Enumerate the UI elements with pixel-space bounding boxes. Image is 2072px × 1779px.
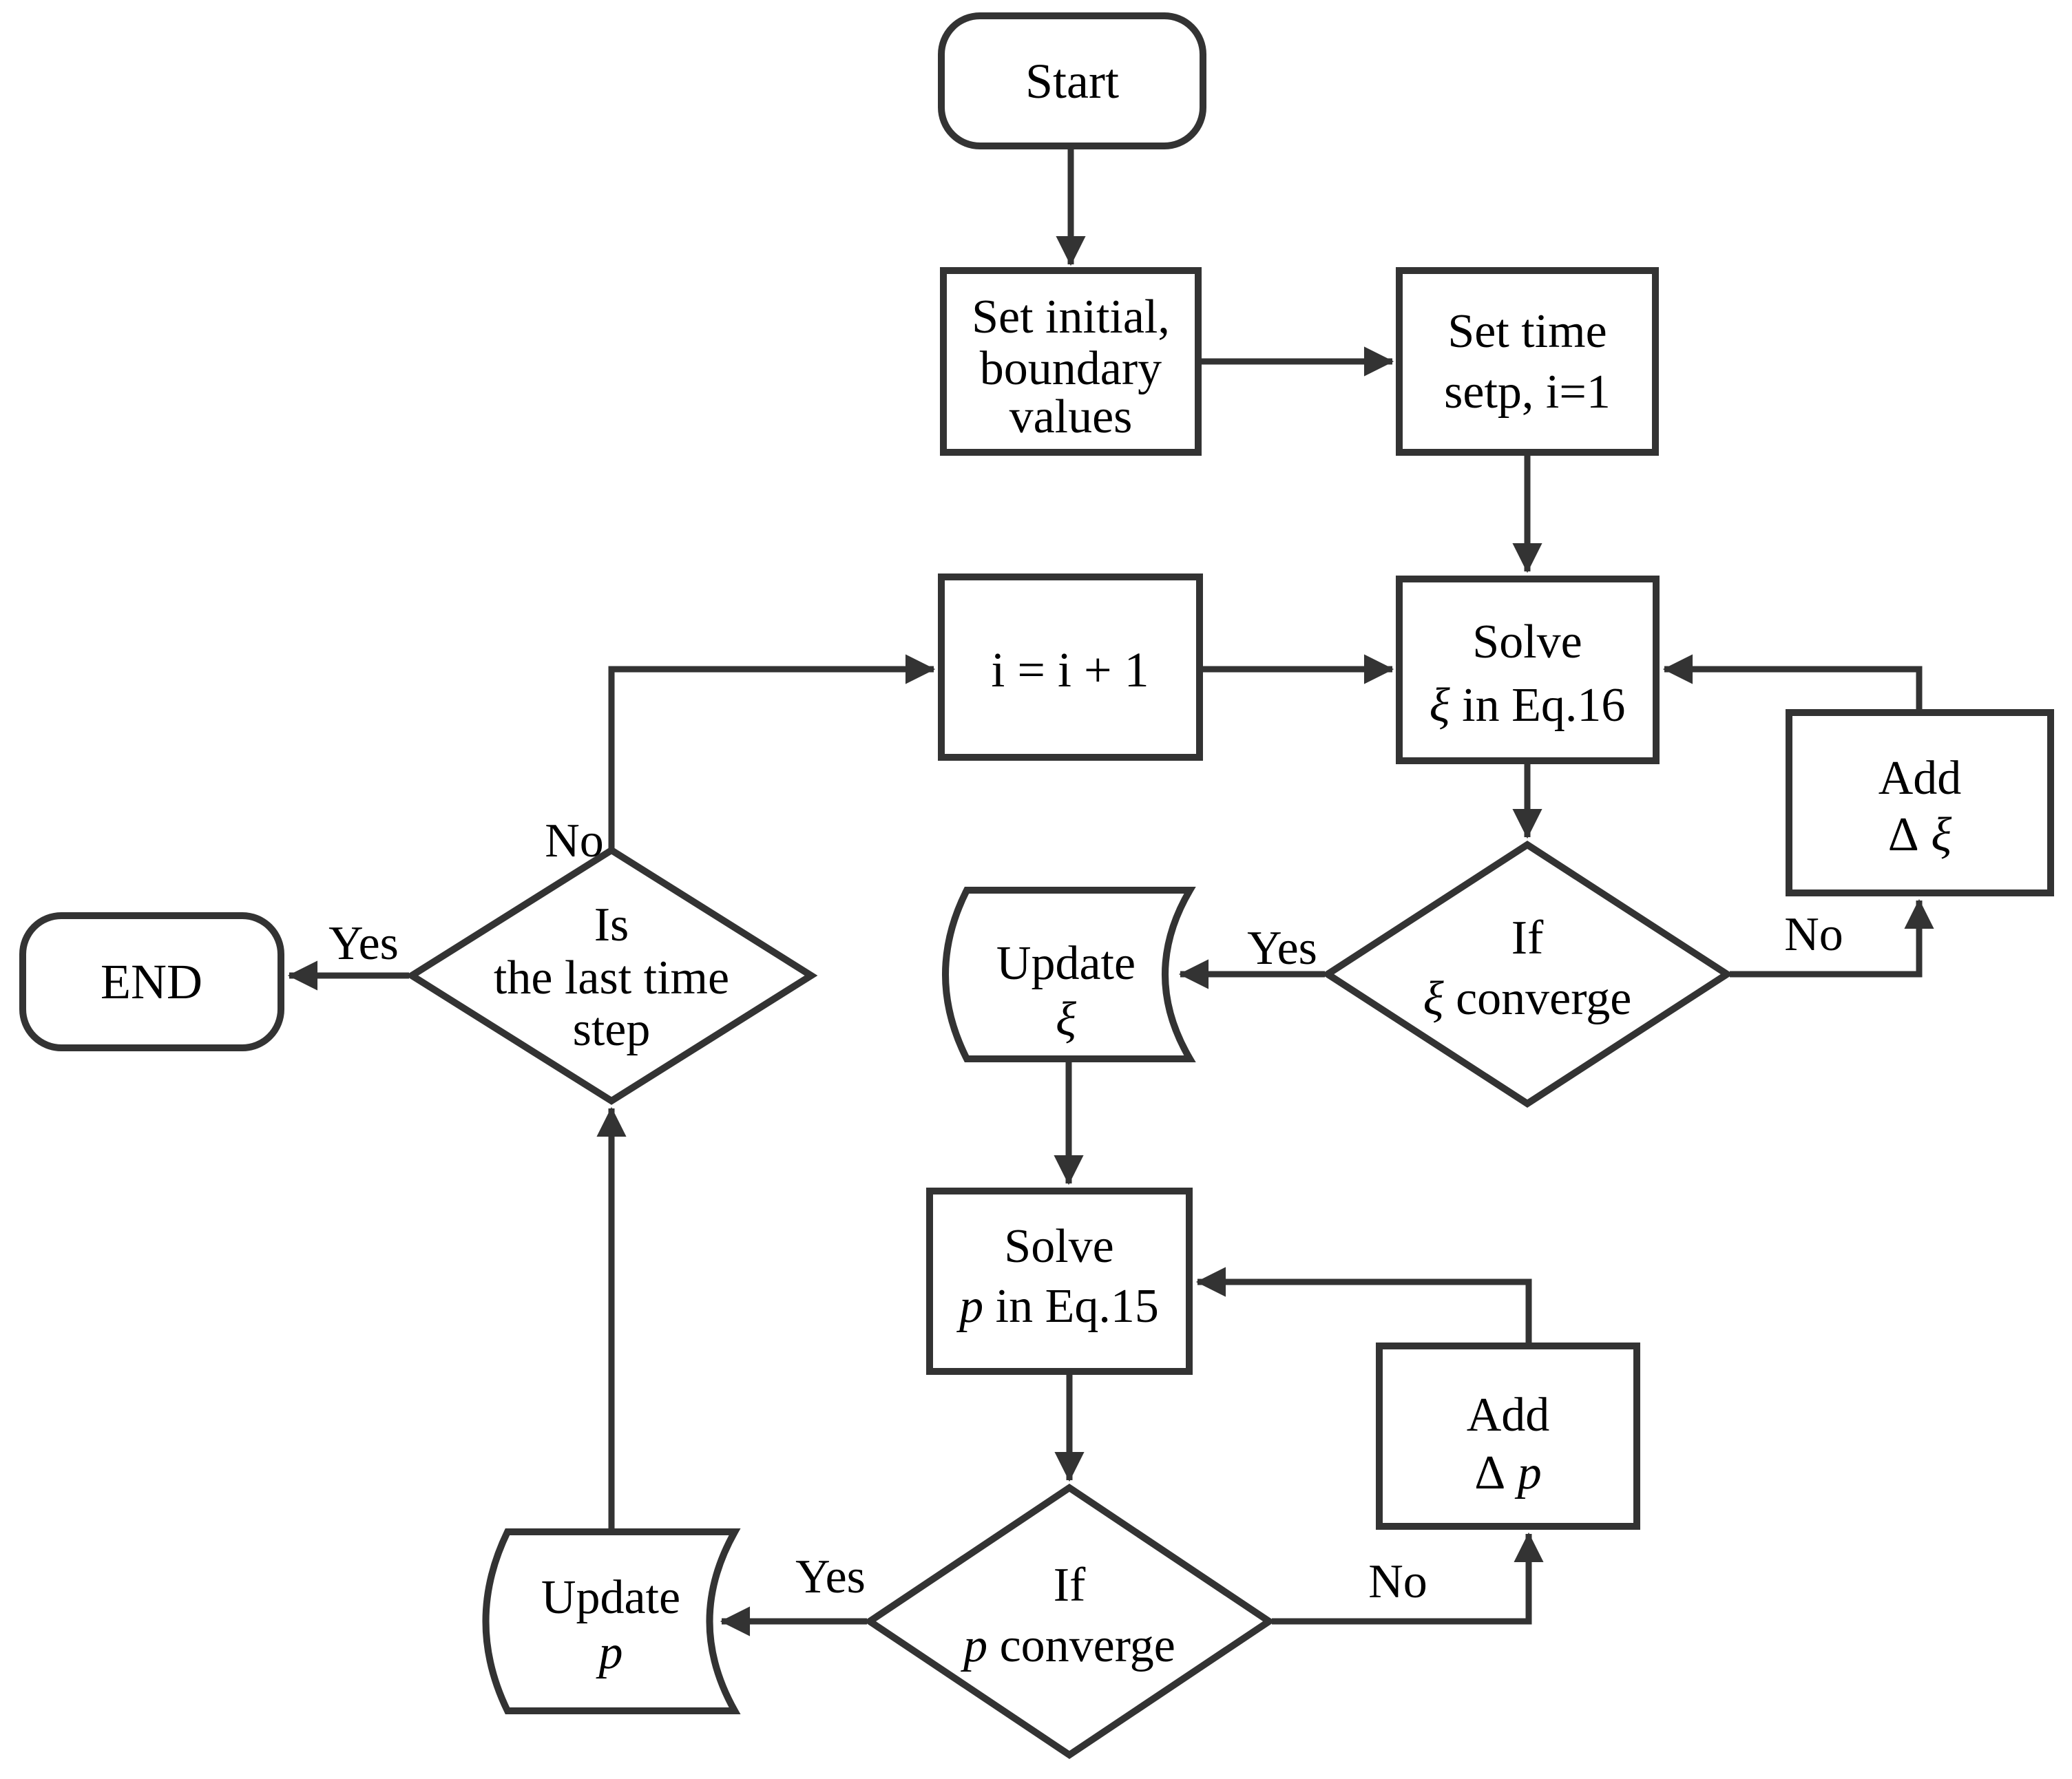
no-label-add-dxi: No [1784,908,1843,961]
if-xi-line1: If [1511,912,1544,965]
update-p-var: p [596,1626,623,1679]
edge-if-p-no-to-add-dp [1272,1532,1544,1625]
if-xi-line2: ξ converge [1423,972,1632,1025]
start-terminator-shape [938,12,1206,149]
set-time-line2: setp, i=1 [1444,366,1611,419]
last-step-decision-shape [405,846,818,1105]
edges [287,149,1934,1636]
update-p-stored-data-shape [482,1528,741,1714]
edge-labels: No Yes Yes No Yes No [328,814,1843,1608]
if-xi-var: ξ [1423,972,1444,1025]
solve-p-line1: Solve [1004,1220,1113,1273]
last-step-line3: step [573,1003,651,1056]
add-dp-line1: Add [1467,1389,1550,1442]
set-initial-line2: boundary [980,342,1162,395]
node-if-p: If p converge [864,1483,1275,1760]
solve-xi-var: ξ [1430,679,1450,732]
node-end: END [19,912,284,1051]
set-initial-line3: values [1009,390,1133,443]
edge-if-xi-no-to-add-dxi [1730,898,1934,978]
update-xi-line1: Update [996,937,1136,990]
node-increment: i = i + 1 [938,573,1203,761]
edge-add-dxi-to-solve-xi [1662,654,1923,710]
node-last-step: Is the last time step [405,846,818,1105]
add-dp-line2: Δ p [1474,1446,1542,1499]
node-solve-xi: Solve ξ in Eq.16 [1396,576,1660,764]
set-initial-process-shape [940,267,1202,456]
solve-xi-process-shape [1396,576,1660,764]
if-p-line1: If [1054,1559,1086,1612]
solve-p-process-shape [926,1188,1193,1375]
yes-label-update-xi: Yes [1247,922,1317,975]
add-dxi-process-shape [1786,709,2054,896]
solve-xi-line2: ξ in Eq.16 [1430,679,1626,732]
increment-label: i = i + 1 [991,642,1149,697]
set-time-process-shape [1396,267,1659,456]
update-xi-var: ξ [1056,993,1076,1046]
update-p-line1: Update [541,1571,680,1624]
node-start: Start [938,12,1206,149]
add-dp-process-shape [1376,1343,1640,1530]
add-dxi-line1: Add [1879,752,1962,805]
yes-label-end: Yes [328,917,399,970]
edge-last-step-no-to-increment [608,654,936,848]
solve-p-var: p [956,1280,983,1333]
node-set-time: Set time setp, i=1 [1396,267,1659,456]
start-label: Start [1025,54,1119,109]
update-xi-stored-data-shape [942,887,1196,1062]
add-dxi-delta: Δ [1888,808,1932,861]
increment-process-shape [938,573,1203,761]
if-p-line2: p converge [960,1619,1175,1672]
add-dp-var: p [1514,1446,1542,1499]
if-xi-decision-shape [1321,841,1734,1108]
if-p-decision-shape [864,1483,1275,1760]
node-update-p: Update p [482,1528,741,1714]
solve-p-rest: in Eq.15 [983,1280,1159,1333]
add-dxi-line2: Δ ξ [1888,808,1952,861]
add-dp-delta: Δ [1474,1446,1518,1499]
end-label: END [101,954,202,1009]
edge-add-dp-to-solve-p [1195,1267,1532,1343]
add-dxi-var: ξ [1931,808,1951,861]
solve-xi-line1: Solve [1472,615,1582,669]
if-xi-rest: converge [1444,972,1632,1025]
no-label-add-dp: No [1368,1555,1427,1608]
node-solve-p: Solve p in Eq.15 [926,1188,1193,1375]
if-p-var: p [960,1619,987,1672]
last-step-line1: Is [594,898,629,951]
last-step-line2: the last time [494,951,729,1004]
solve-xi-rest: in Eq.16 [1450,679,1626,732]
node-update-xi: Update ξ [942,887,1196,1062]
yes-label-update-p: Yes [795,1550,866,1603]
node-add-dxi: Add Δ ξ [1786,709,2054,896]
set-time-line1: Set time [1447,305,1607,358]
node-add-dp: Add Δ p [1376,1343,1640,1530]
set-initial-line1: Set initial, [972,291,1170,344]
if-p-rest: converge [987,1619,1175,1672]
end-terminator-shape [19,912,284,1051]
node-set-initial: Set initial, boundary values [940,267,1202,456]
solve-p-line2: p in Eq.15 [956,1280,1159,1333]
node-if-xi: If ξ converge [1321,841,1734,1108]
